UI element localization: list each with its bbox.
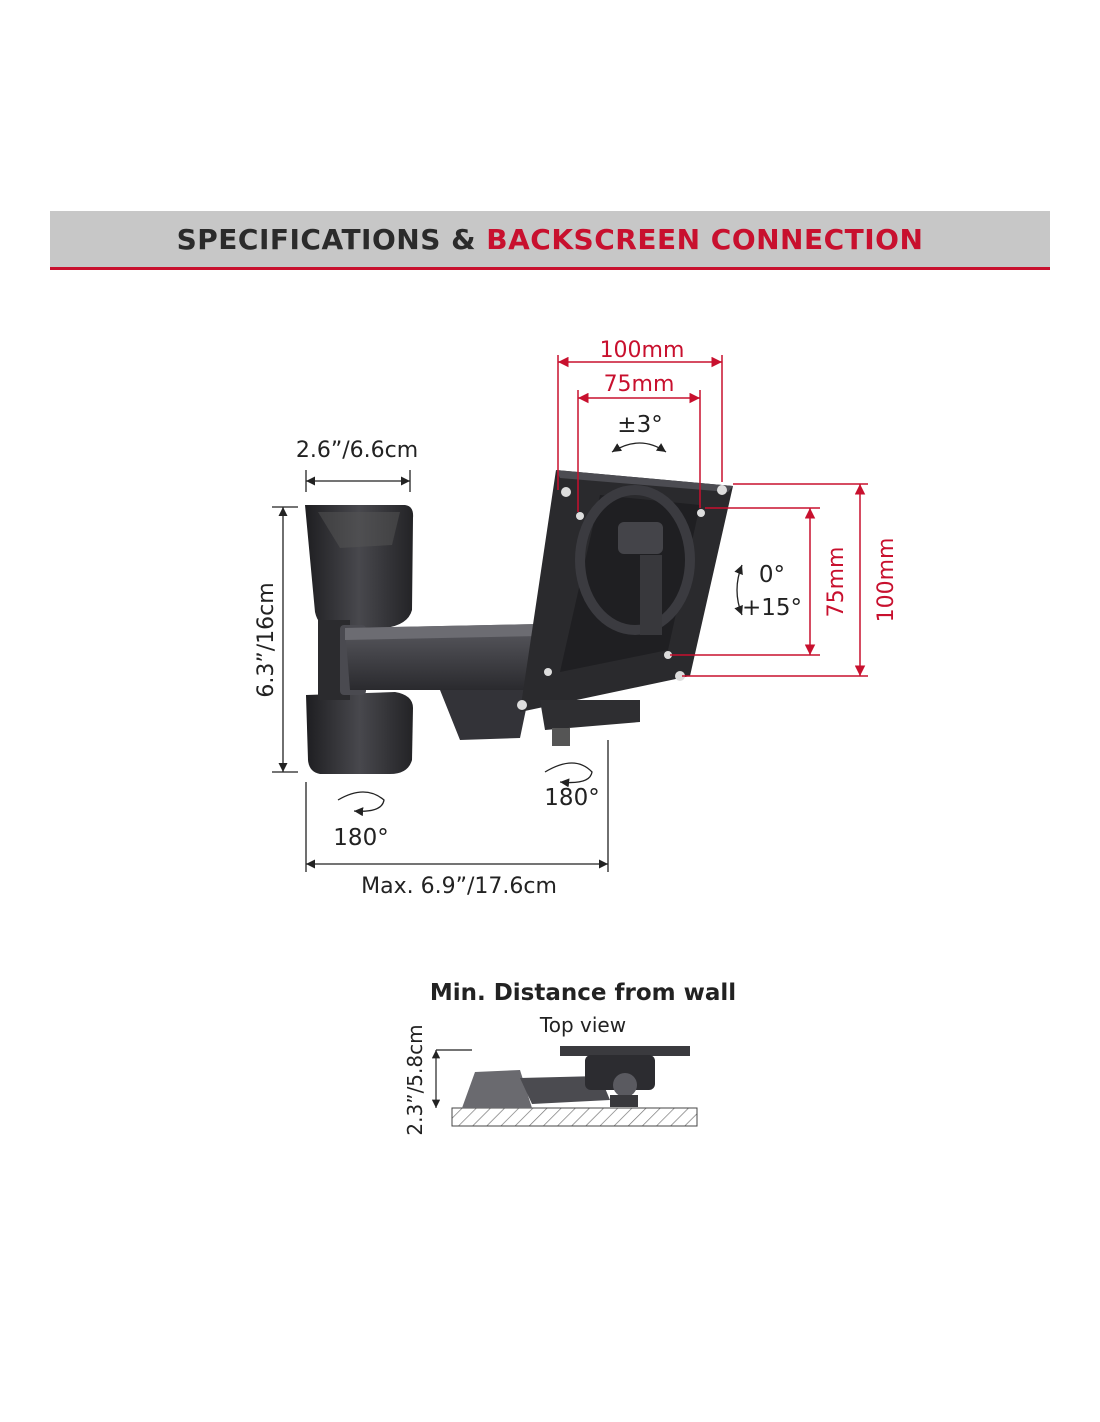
top-view-illustration xyxy=(431,1046,698,1127)
section-title: SPECIFICATIONS & BACKSCREEN CONNECTION xyxy=(177,223,924,256)
top-view-title: Min. Distance from wall xyxy=(430,980,736,1006)
wall-plate-height-label: 6.3”/16cm xyxy=(254,582,279,697)
tv-mount-illustration xyxy=(305,470,733,774)
head-rotation-label: 180° xyxy=(544,785,599,811)
section-title-part1: SPECIFICATIONS & xyxy=(176,222,487,256)
vesa-dimension-lines xyxy=(557,355,868,677)
tilt-down-label: +15° xyxy=(742,595,802,621)
mount-dimension-lines xyxy=(272,442,743,872)
vesa-height-inner-label: 75mm xyxy=(824,547,849,618)
vesa-height-outer-label: 100mm xyxy=(874,538,899,623)
min-distance-label: 2.3”/5.8cm xyxy=(403,1024,427,1135)
max-extension-label: Max. 6.9”/17.6cm xyxy=(361,874,557,899)
top-view-subtitle: Top view xyxy=(539,1013,626,1037)
vesa-width-outer-label: 100mm xyxy=(600,338,685,363)
section-title-part2: BACKSCREEN CONNECTION xyxy=(486,222,924,256)
wall-plate-width-label: 2.6”/6.6cm xyxy=(296,438,418,463)
vesa-width-inner-label: 75mm xyxy=(604,372,675,397)
tilt-up-label: 0° xyxy=(759,562,785,588)
swivel-angle-label: ±3° xyxy=(617,412,662,438)
wall-rotation-label: 180° xyxy=(333,825,388,851)
section-header: SPECIFICATIONS & BACKSCREEN CONNECTION xyxy=(50,211,1050,270)
